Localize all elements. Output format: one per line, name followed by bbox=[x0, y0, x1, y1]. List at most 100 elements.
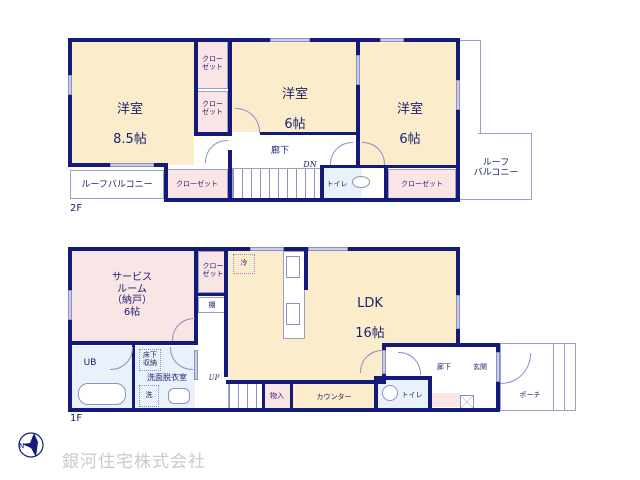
window bbox=[356, 55, 360, 85]
wall bbox=[226, 380, 386, 384]
wall bbox=[224, 247, 228, 377]
wall bbox=[196, 293, 228, 296]
window bbox=[496, 352, 500, 382]
wall bbox=[320, 165, 360, 168]
closet-1f-label: クロー ゼット bbox=[202, 262, 224, 279]
closet-bottom-right-label: クローゼット bbox=[401, 180, 443, 188]
stairs-up-label: UP bbox=[208, 374, 220, 382]
underfloor-storage bbox=[139, 349, 161, 371]
closet-mid bbox=[197, 91, 228, 133]
window bbox=[250, 247, 284, 251]
stairs-dn-label: DN bbox=[303, 160, 317, 169]
ldk-lower bbox=[228, 345, 386, 383]
wall bbox=[374, 376, 378, 412]
wall bbox=[386, 343, 500, 347]
closet-1f bbox=[198, 251, 228, 293]
entrance-label: 玄関 bbox=[473, 363, 487, 371]
window bbox=[68, 75, 72, 95]
wall bbox=[132, 341, 135, 411]
window bbox=[270, 38, 310, 42]
unit-bath-label: UB bbox=[83, 358, 97, 368]
stove-icon bbox=[286, 256, 300, 278]
shelf-label: 棚 bbox=[208, 301, 216, 309]
toilet-bowl-2f-icon bbox=[352, 176, 370, 188]
bathtub-icon bbox=[78, 383, 126, 405]
roof-balcony-right-ext bbox=[478, 133, 532, 200]
roof-balcony-left-label: ルーフバルコニー bbox=[81, 180, 153, 190]
room-western-6-right-label: 洋室 6帖 bbox=[396, 101, 423, 147]
wash-basin-icon bbox=[168, 388, 190, 404]
storage bbox=[264, 383, 290, 409]
floor-label-2f: 2F bbox=[70, 203, 83, 214]
wall bbox=[456, 38, 460, 202]
staircase-2f bbox=[232, 168, 322, 200]
closet-top bbox=[197, 41, 228, 89]
stair-hall-1f bbox=[198, 313, 226, 383]
toilet-1f-label: トイレ bbox=[401, 391, 423, 399]
shoe-cabinet-icon bbox=[460, 395, 474, 409]
wall bbox=[320, 166, 324, 202]
ldk bbox=[228, 250, 456, 348]
wall bbox=[194, 247, 198, 345]
washer-space bbox=[139, 385, 159, 407]
wall bbox=[260, 132, 360, 135]
sink-icon bbox=[286, 303, 300, 325]
hallway-1f-floor bbox=[430, 393, 460, 407]
wall bbox=[194, 38, 198, 134]
washroom-label: 洗面脱衣室 bbox=[147, 373, 187, 382]
closet-top-label: クロー ゼット bbox=[202, 55, 223, 72]
window bbox=[110, 163, 154, 167]
toilet-bowl-1f-icon bbox=[382, 385, 398, 401]
wall bbox=[228, 38, 232, 134]
room-western-6-middle-label: 洋室 6帖 bbox=[281, 86, 308, 132]
wall bbox=[304, 250, 308, 290]
fridge-label: 冷 bbox=[240, 259, 248, 267]
window bbox=[194, 350, 198, 380]
staircase-1f bbox=[228, 383, 266, 411]
fridge-space bbox=[233, 254, 255, 274]
roof-balcony-left bbox=[70, 170, 164, 199]
room-western-8-5-label: 洋室 8.5帖 bbox=[113, 101, 147, 147]
service-room-label: サービス ルーム （納戸） 6帖 bbox=[112, 272, 152, 318]
wall bbox=[428, 376, 432, 412]
wall bbox=[228, 150, 232, 202]
closet-bottom-left-label: クローゼット bbox=[176, 180, 218, 188]
wall bbox=[290, 380, 293, 410]
roof-balcony-right-label: ルーフ バルコニー bbox=[473, 158, 519, 179]
porch-steps bbox=[553, 343, 554, 411]
window bbox=[456, 295, 460, 329]
counter-label: カウンター bbox=[316, 393, 352, 401]
wall bbox=[68, 408, 500, 412]
door-swing bbox=[205, 140, 228, 163]
ldk-label: LDK 16帖 bbox=[355, 295, 385, 341]
wall bbox=[356, 38, 360, 168]
wall bbox=[68, 38, 72, 166]
underfloor-storage-label: 床下 収納 bbox=[143, 351, 157, 368]
window bbox=[380, 38, 404, 42]
north-compass-crane-icon: N bbox=[16, 430, 46, 460]
hallway-2f-label: 廊下 bbox=[270, 146, 289, 156]
wall bbox=[68, 247, 72, 411]
toilet-2f-label: トイレ bbox=[326, 180, 348, 188]
window bbox=[68, 290, 72, 320]
wall bbox=[194, 132, 232, 136]
porch-steps bbox=[564, 343, 565, 411]
counter-area bbox=[292, 383, 376, 409]
window bbox=[308, 247, 348, 251]
balcony-rail bbox=[480, 40, 481, 134]
wall bbox=[164, 166, 168, 202]
closet-bottom-right bbox=[388, 169, 456, 199]
svg-text:N: N bbox=[19, 442, 24, 450]
wall bbox=[68, 38, 460, 42]
closet-mid-label: クロー ゼット bbox=[202, 100, 223, 117]
washer-label: 洗 bbox=[145, 391, 153, 399]
room-western-8-5 bbox=[70, 40, 194, 165]
wall bbox=[164, 198, 460, 202]
hallway-1f-label: 廊下 bbox=[437, 363, 451, 371]
wall bbox=[262, 380, 265, 410]
wall bbox=[384, 166, 388, 202]
storage-label: 物入 bbox=[270, 392, 284, 400]
floor-label-1f: 1F bbox=[70, 413, 83, 424]
wall bbox=[374, 376, 430, 380]
porch-label: ポーチ bbox=[519, 391, 541, 399]
